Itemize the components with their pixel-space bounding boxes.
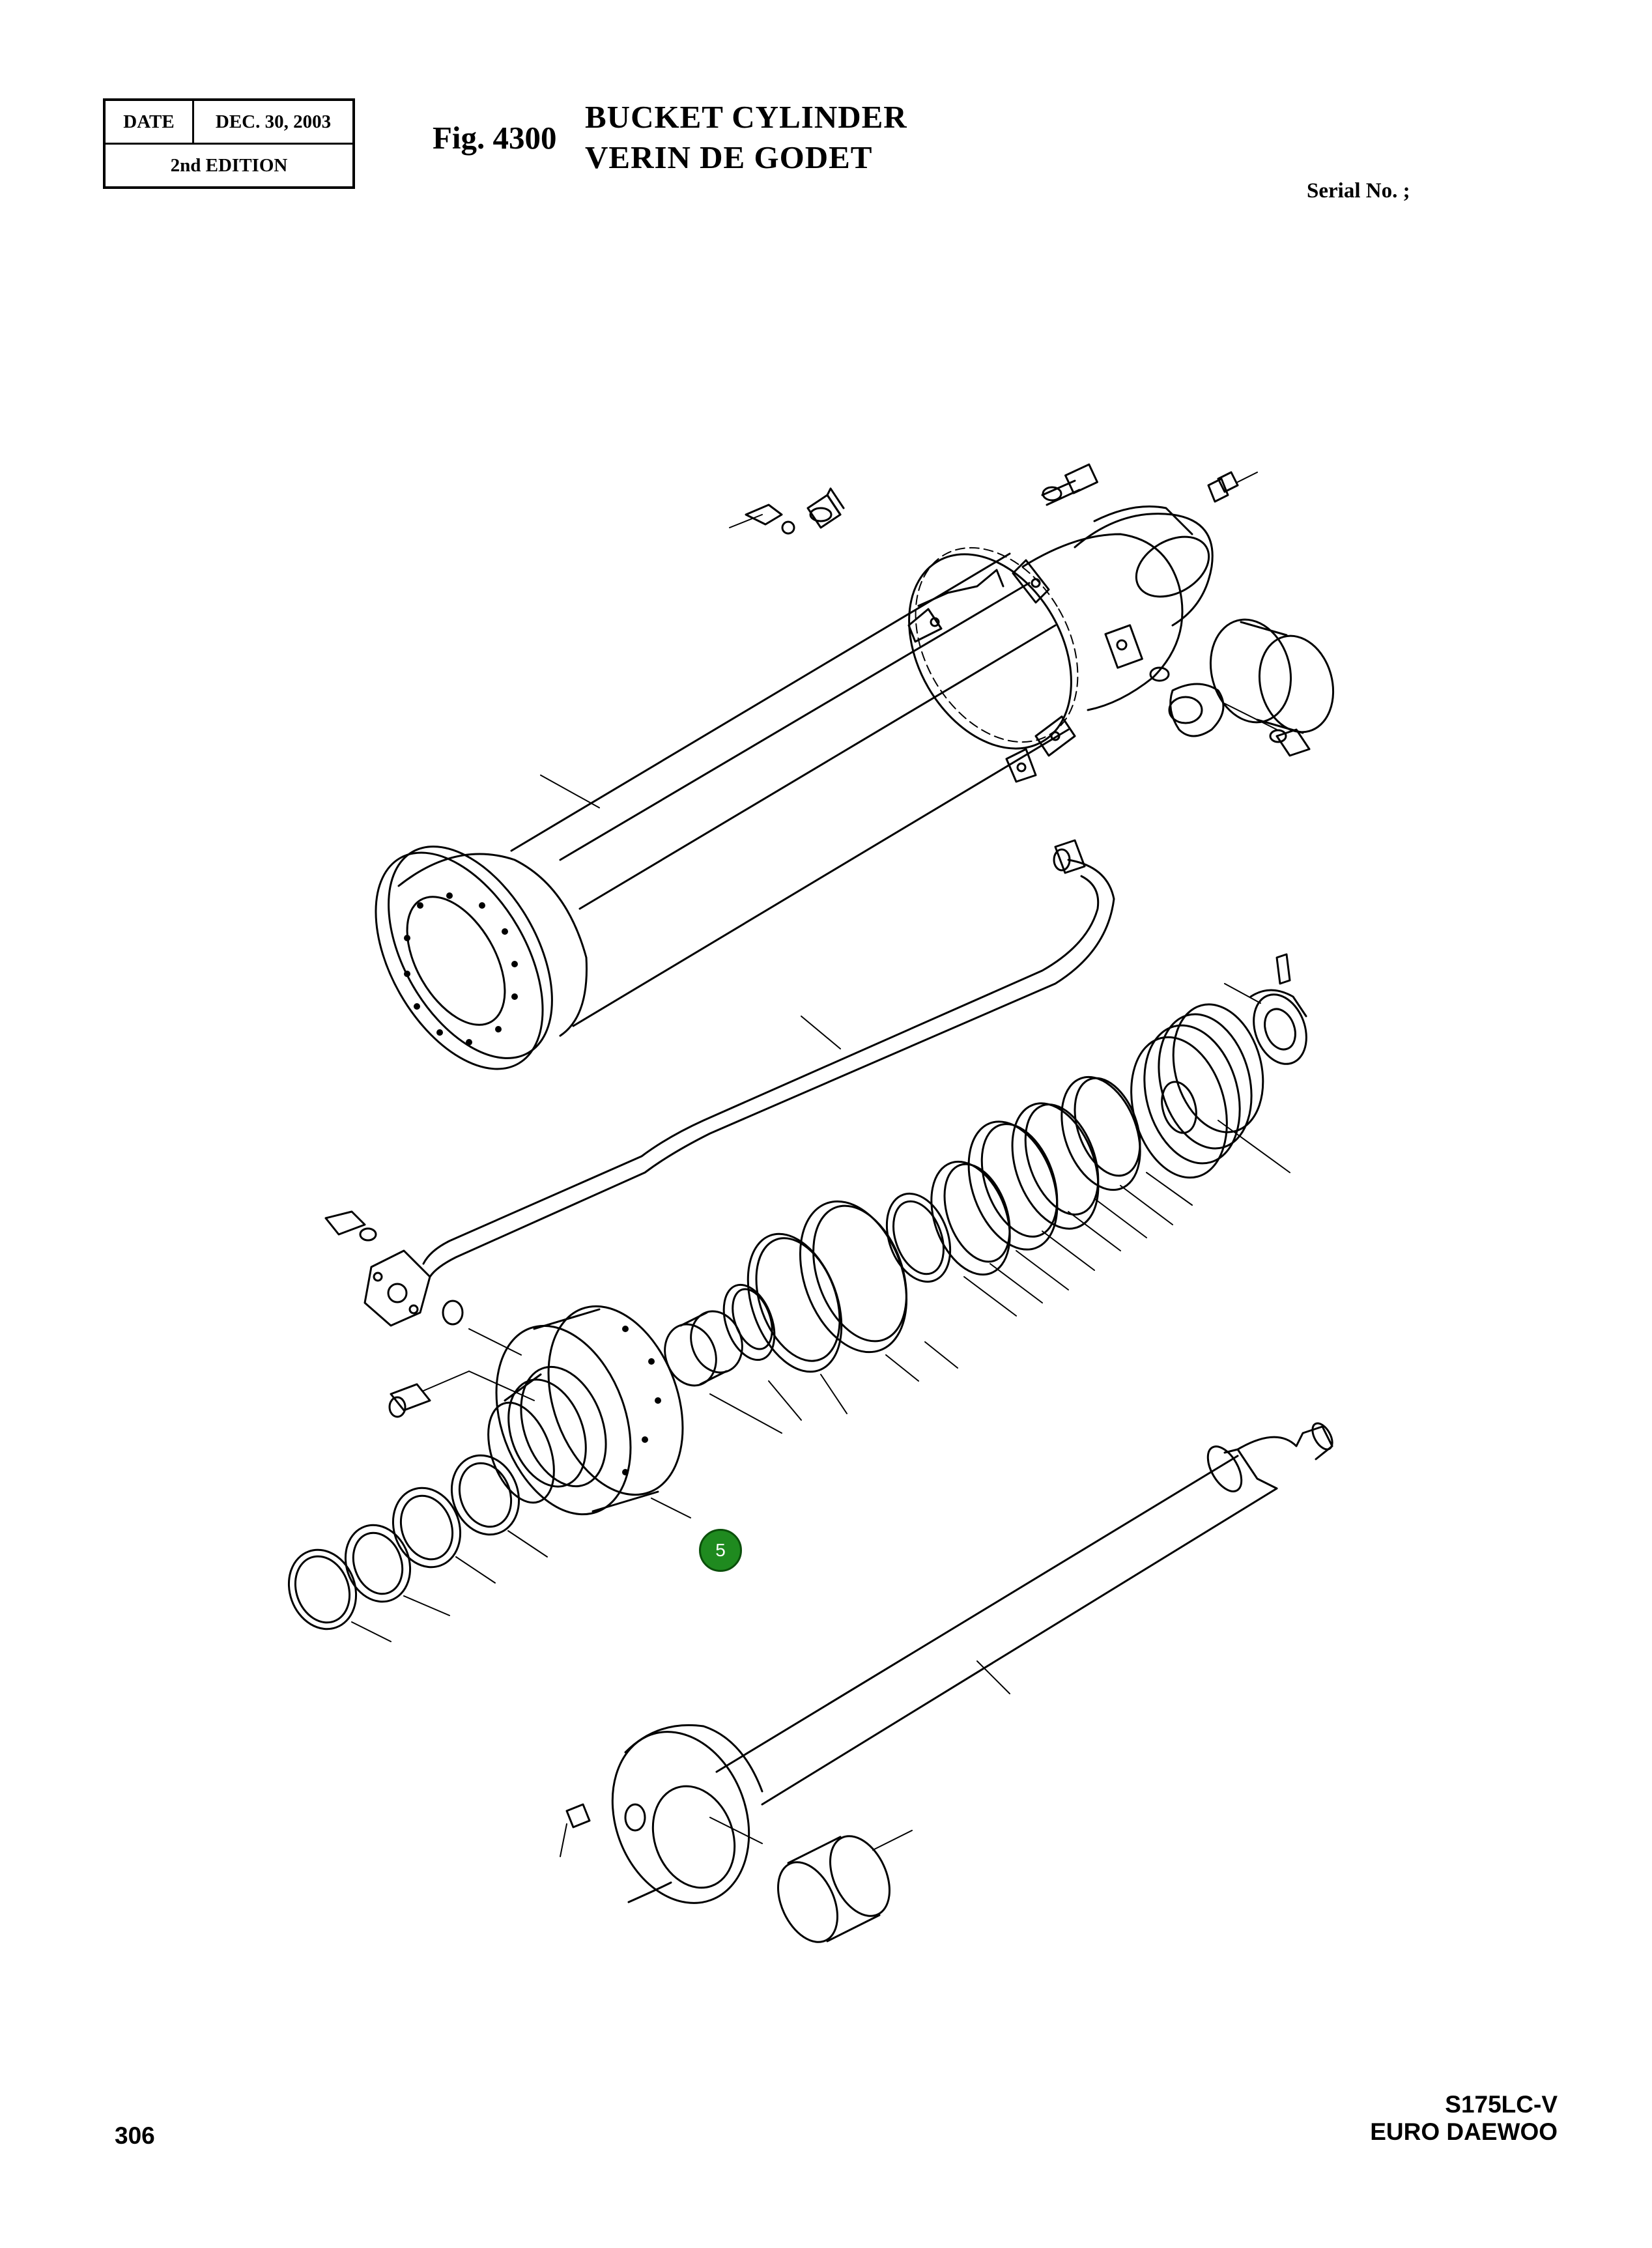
brand-name: EURO DAEWOO [1370,2118,1558,2145]
bushing-bottom [777,1830,913,1943]
callout-marker-5[interactable]: 5 [699,1529,742,1572]
cylinder-tube [375,552,1070,1070]
title-english: BUCKET CYLINDER [585,99,907,135]
header-date-row: DATE DEC. 30, 2003 [106,101,352,145]
elbow-fitting [1149,666,1311,757]
model-name: S175LC-V [1445,2091,1558,2118]
page-number: 306 [115,2122,155,2149]
title-french: VERIN DE GODET [585,139,873,175]
piston-rod [715,1422,1333,1806]
wear-ring-bushing [664,1310,743,1387]
bushing-top [1209,618,1335,734]
footer-model-block: S175LC-V EURO DAEWOO [1370,2091,1558,2146]
edition-label: 2nd EDITION [170,155,288,176]
header-table: DATE DEC. 30, 2003 2nd EDITION [103,98,355,189]
piston-nut [1224,953,1307,1065]
rod-gland [388,1305,691,1518]
date-value: DEC. 30, 2003 [215,111,332,132]
figure-number: Fig. 4300 [433,120,557,156]
pipe-clamp-bracket [907,559,1076,783]
date-label: DATE [106,101,194,143]
seal-leader-lines [709,1172,1193,1434]
hydraulic-pipe [324,839,1115,1327]
rod-eye [560,1724,763,1904]
cylinder-head-end [908,505,1214,750]
piston-seal-rings [722,1075,1141,1373]
serial-number-label: Serial No. ; [1307,179,1410,203]
grease-nipple-top [1207,471,1258,503]
bolt-washer-top-right [1041,463,1098,506]
gland-seal-rings [287,1454,548,1642]
clamp-bolt-top [729,487,845,535]
